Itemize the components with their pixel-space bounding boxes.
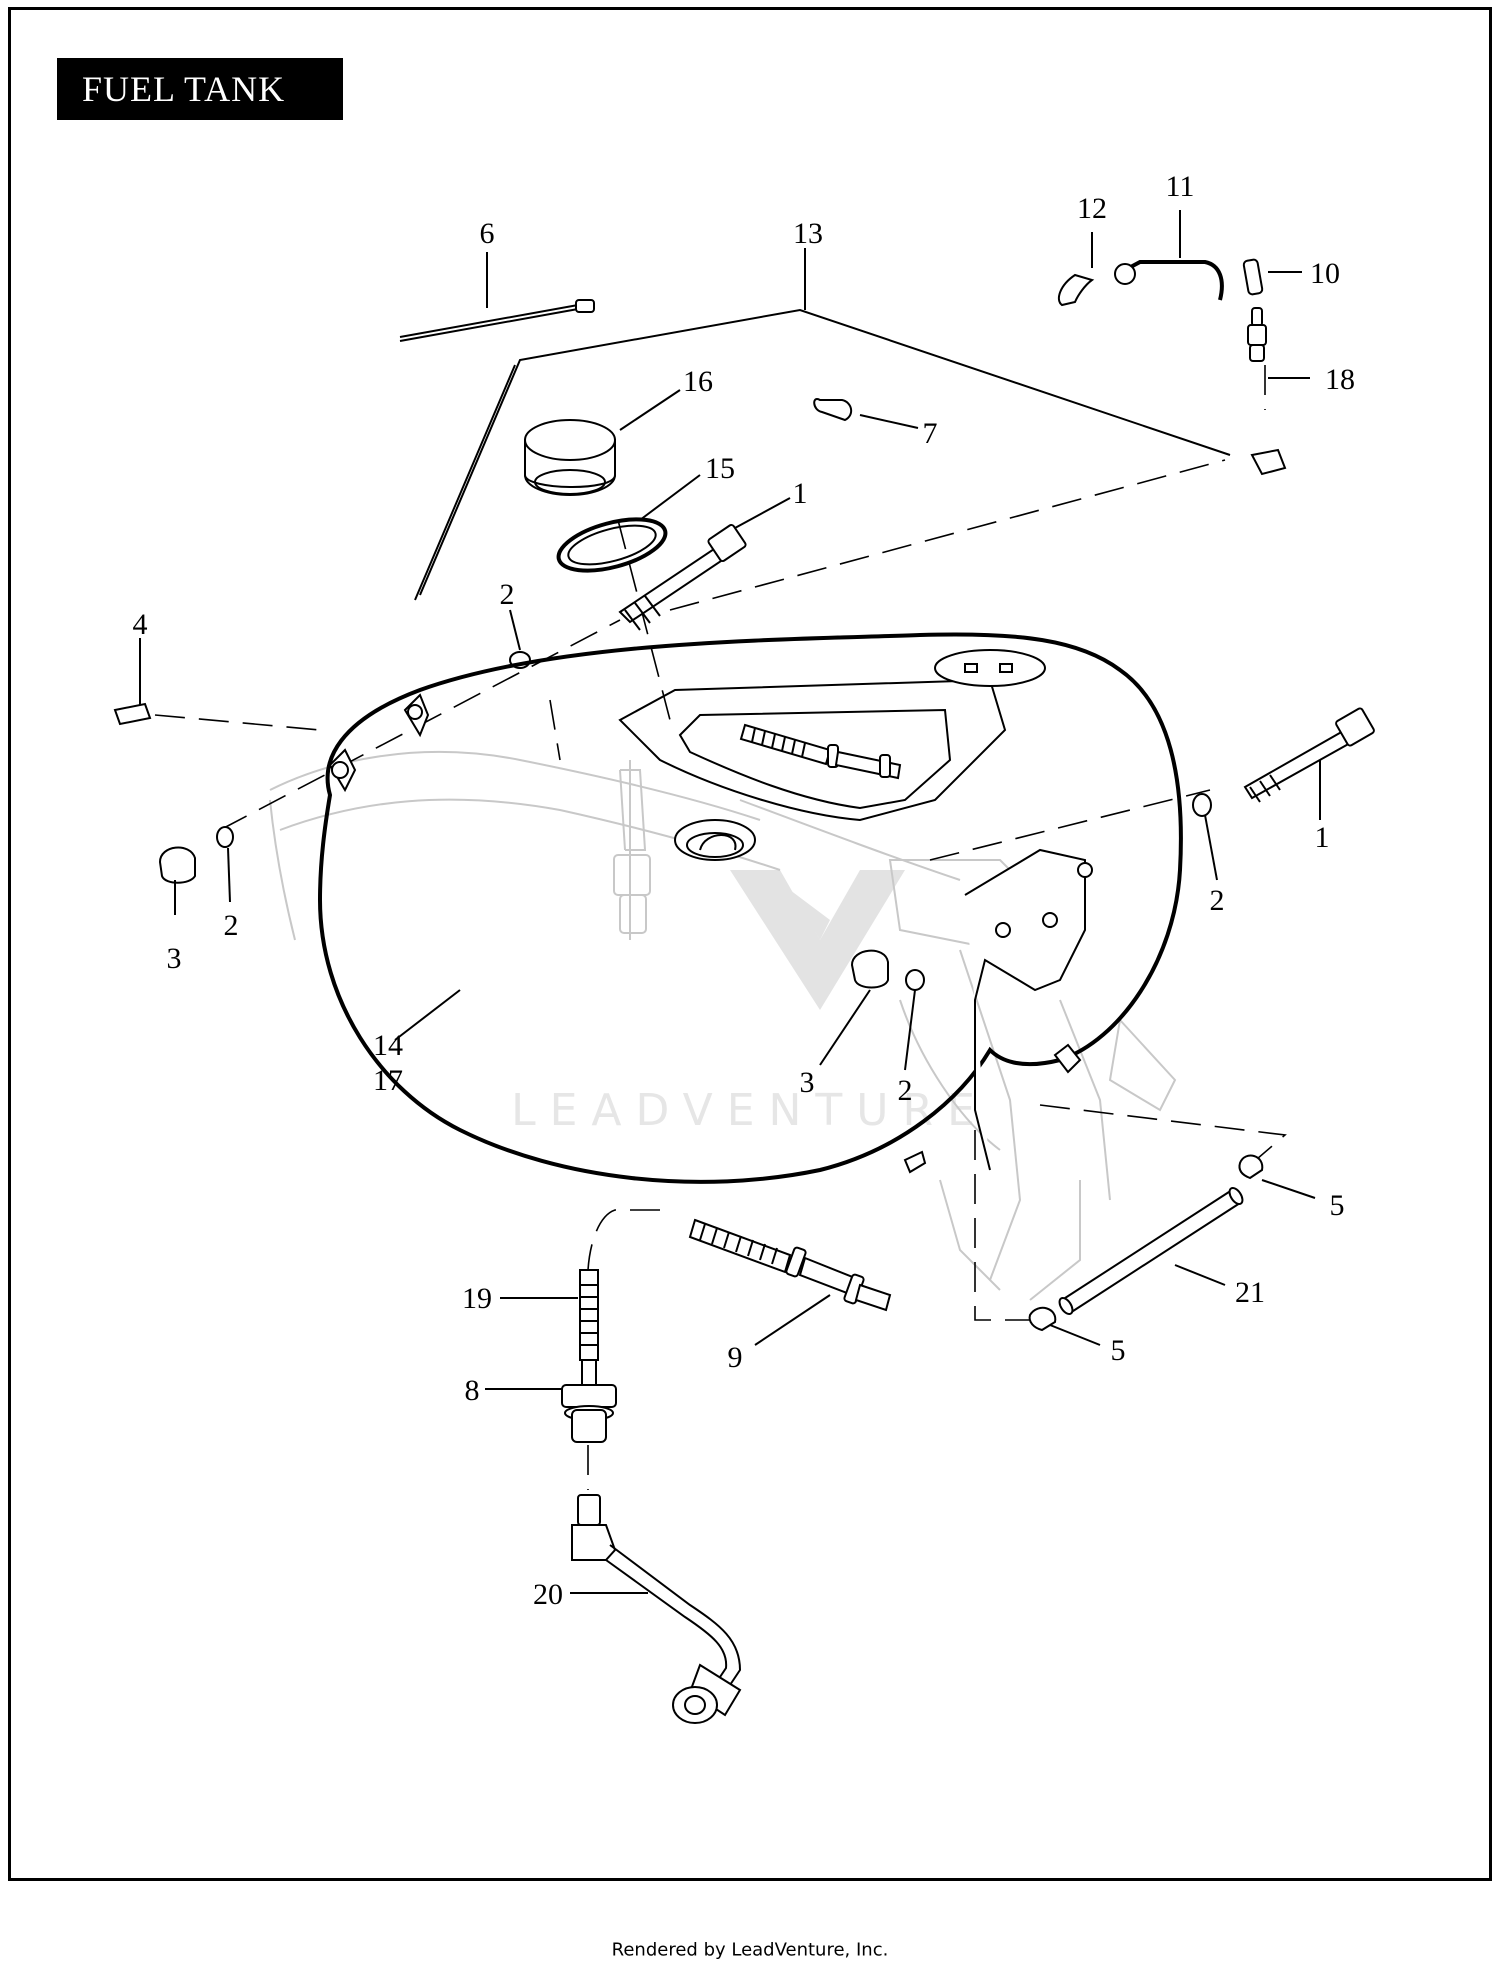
fuel-hose-21 xyxy=(1058,1186,1244,1316)
hose-19 xyxy=(579,1269,599,1386)
acorn-nut-3-b xyxy=(850,949,889,989)
clip-7 xyxy=(813,398,853,422)
callout-2-right: 2 xyxy=(1210,884,1225,917)
callout-12: 12 xyxy=(1077,192,1107,225)
callout-6: 6 xyxy=(480,217,495,250)
callout-20: 20 xyxy=(533,1578,563,1611)
callout-9: 9 xyxy=(728,1341,743,1374)
internal-pump-ghost xyxy=(613,769,651,934)
hose-10 xyxy=(1242,258,1264,296)
callout-3-right: 3 xyxy=(800,1066,815,1099)
hose-clamp-5-lower xyxy=(1028,1306,1057,1332)
fuel-line-20 xyxy=(571,1494,742,1724)
callout-7: 7 xyxy=(923,417,938,450)
callout-2-left: 2 xyxy=(224,909,239,942)
callout-19: 19 xyxy=(462,1282,492,1315)
callout-16: 16 xyxy=(683,365,713,398)
callout-18: 18 xyxy=(1325,363,1355,396)
washer-2-b xyxy=(216,826,234,848)
callout-1-upper: 1 xyxy=(793,477,808,510)
acorn-nut-3-a xyxy=(158,846,196,884)
watermark-text: LEADVENTURE xyxy=(511,1085,989,1136)
callout-2-lower: 2 xyxy=(898,1074,913,1107)
cable-strap-6 xyxy=(399,299,595,342)
callout-10: 10 xyxy=(1310,257,1340,290)
hose-12 xyxy=(1057,273,1095,307)
mounting-bolt-1-upper xyxy=(618,523,747,631)
callout-2-upper: 2 xyxy=(500,578,515,611)
leader-lines xyxy=(139,210,1321,1594)
callout-17: 17 xyxy=(373,1064,403,1097)
vent-hose-11 xyxy=(1124,260,1224,301)
fuel-tank-exploded-diagram: LEADVENTURE xyxy=(113,170,1375,1724)
diagram-title: FUEL TANK xyxy=(57,58,343,120)
washer-2-c xyxy=(1192,793,1212,817)
callout-13: 13 xyxy=(793,217,823,250)
vent-line-13 xyxy=(419,308,1231,596)
callout-1-right: 1 xyxy=(1315,821,1330,854)
footer-credit: Rendered by LeadVenture, Inc. xyxy=(611,1939,889,1961)
callout-11: 11 xyxy=(1166,170,1195,203)
callout-numbers: 6 13 12 11 10 18 16 7 15 1 2 4 3 2 1 2 1… xyxy=(133,170,1356,1611)
vent-valve-18 xyxy=(1247,307,1287,476)
gasket-15 xyxy=(556,517,668,573)
callout-3-left: 3 xyxy=(167,942,182,975)
callout-5-upper: 5 xyxy=(1330,1189,1345,1222)
callout-14: 14 xyxy=(373,1029,403,1062)
diagram-frame xyxy=(8,7,1492,1881)
fitting-8 xyxy=(561,1384,617,1443)
callout-4: 4 xyxy=(133,608,148,641)
leadventure-watermark: LEADVENTURE xyxy=(511,870,989,1136)
nut-clip-4 xyxy=(113,702,152,726)
callout-5-lower: 5 xyxy=(1111,1334,1126,1367)
hose-fitting-11 xyxy=(1114,263,1136,285)
callout-8: 8 xyxy=(465,1374,480,1407)
mounting-bolt-1-lower xyxy=(1243,707,1375,803)
hose-clamp-5-upper xyxy=(1238,1154,1264,1180)
fuel-supply-fitting-9 xyxy=(688,1218,892,1312)
fuel-tank-14-17 xyxy=(317,632,1183,1184)
fuel-cap-16 xyxy=(524,419,616,496)
callout-21: 21 xyxy=(1235,1276,1265,1309)
callout-15: 15 xyxy=(705,452,735,485)
washer-2-d xyxy=(905,969,925,991)
